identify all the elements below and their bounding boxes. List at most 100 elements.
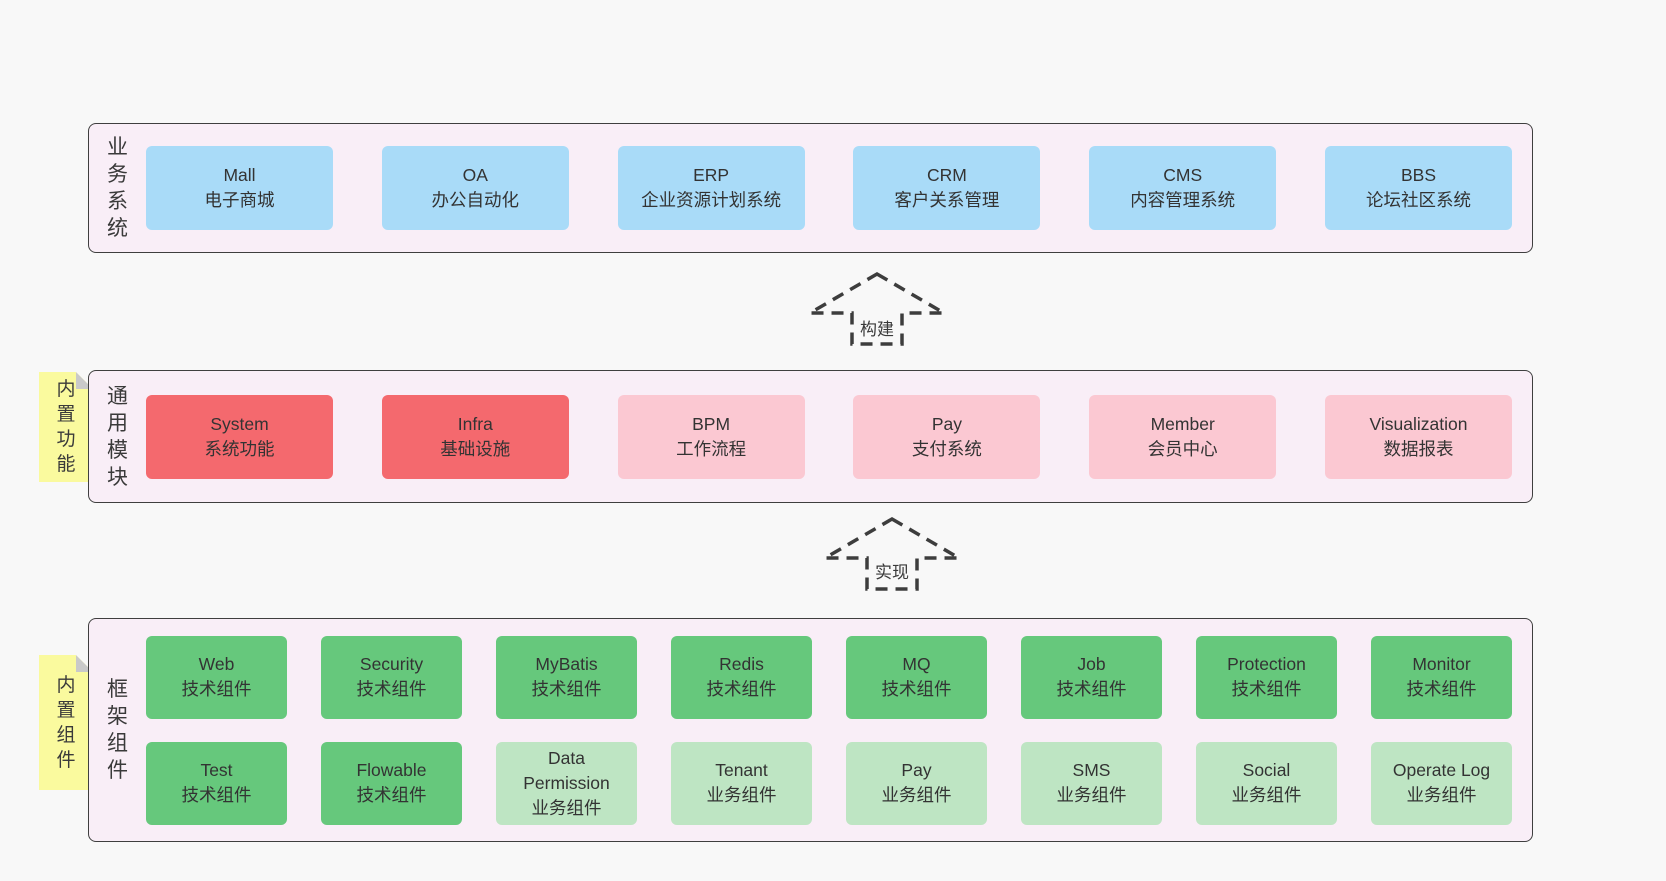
box-subtitle: 技术组件	[1406, 679, 1477, 699]
box-web: Web 技术组件	[146, 635, 287, 719]
box-social: Social 业务组件	[1196, 741, 1337, 825]
box-title: BPM	[692, 413, 731, 434]
box-subtitle: 业务组件	[531, 797, 602, 818]
box-subtitle: 支付系统	[911, 438, 982, 459]
box-subtitle: 基础设施	[440, 438, 511, 459]
module-boxes: System 系统功能 Infra 基础设施 BPM 工作流程 Pay 支付系统…	[146, 371, 1532, 502]
box-operate-log: Operate Log 业务组件	[1371, 741, 1512, 825]
box-subtitle: 技术组件	[881, 679, 952, 699]
component-row-1: Web 技术组件 Security 技术组件 MyBatis 技术组件 Redi…	[146, 635, 1512, 719]
box-title: ERP	[693, 165, 730, 185]
arrow-label: 构建	[858, 315, 896, 340]
sticky-note-built-in-components: 内置组件	[39, 655, 93, 790]
box-system: System 系统功能	[146, 394, 333, 479]
box-subtitle: 技术组件	[1056, 679, 1127, 699]
layer-panel-framework-components: 框架组件 Web 技术组件 Security 技术组件 MyBatis 技术组件…	[88, 618, 1533, 842]
box-title: Infra	[457, 413, 493, 434]
box-pay-component: Pay 业务组件	[846, 741, 987, 825]
box-subtitle: 技术组件	[356, 785, 427, 805]
box-security: Security 技术组件	[321, 635, 462, 719]
box-subtitle: 内容管理系统	[1130, 190, 1236, 210]
box-subtitle: 数据报表	[1383, 438, 1454, 459]
layer-panel-common-modules: 通用模块 System 系统功能 Infra 基础设施 BPM 工作流程 Pay…	[88, 370, 1533, 503]
box-subtitle: 会员中心	[1147, 438, 1218, 459]
box-mq: MQ 技术组件	[846, 635, 987, 719]
box-title: Mall	[223, 165, 256, 185]
box-title: Visualization	[1369, 413, 1468, 434]
box-title: Pay	[901, 760, 932, 780]
box-title: Job	[1077, 654, 1106, 674]
box-crm: CRM 客户关系管理	[853, 146, 1041, 230]
up-arrow-outline	[807, 271, 947, 346]
box-data-permission: Data Permission 业务组件	[496, 741, 637, 825]
box-title: CMS	[1163, 165, 1203, 185]
box-bpm: BPM 工作流程	[617, 394, 805, 479]
box-subtitle: 电子商城	[204, 190, 275, 210]
box-subtitle: 系统功能	[204, 438, 275, 459]
box-test: Test 技术组件	[146, 741, 287, 825]
box-title: Security	[359, 654, 424, 674]
box-subtitle: 企业资源计划系统	[641, 190, 782, 210]
box-protection: Protection 技术组件	[1196, 635, 1337, 719]
box-title: Test	[200, 760, 233, 780]
layer-label-column: 通用模块	[89, 371, 146, 502]
arrow-label: 实现	[873, 558, 911, 583]
box-subtitle: 工作流程	[676, 438, 747, 459]
layer-label: 框架组件	[107, 678, 128, 782]
box-member: Member 会员中心	[1089, 394, 1277, 479]
box-title: MQ	[902, 654, 931, 674]
box-mall: Mall 电子商城	[146, 146, 333, 230]
box-subtitle: 技术组件	[356, 679, 427, 699]
box-title: Social	[1242, 760, 1291, 780]
box-subtitle: 办公自动化	[431, 190, 520, 210]
box-title: Monitor	[1412, 654, 1471, 674]
sticky-note-built-in-features: 内置功能	[39, 372, 93, 482]
box-title: Redis	[719, 654, 764, 674]
box-redis: Redis 技术组件	[671, 635, 812, 719]
box-subtitle: 业务组件	[706, 785, 777, 805]
box-title: Flowable	[356, 760, 427, 780]
box-subtitle: 业务组件	[1056, 785, 1127, 805]
layer-label: 通用模块	[107, 384, 128, 489]
up-arrow-implement: 实现	[822, 516, 962, 592]
up-arrow-build: 构建	[807, 271, 947, 347]
box-subtitle: 业务组件	[881, 785, 952, 805]
box-tenant: Tenant 业务组件	[671, 741, 812, 825]
box-subtitle: 技术组件	[1231, 679, 1302, 699]
box-sms: SMS 业务组件	[1021, 741, 1162, 825]
box-subtitle: 业务组件	[1406, 785, 1477, 805]
box-erp: ERP 企业资源计划系统	[617, 146, 805, 230]
box-title: BBS	[1400, 165, 1436, 185]
box-cms: CMS 内容管理系统	[1089, 146, 1277, 230]
box-visualization: Visualization 数据报表	[1324, 394, 1512, 479]
box-title: Data Permission	[523, 747, 610, 793]
box-subtitle: 技术组件	[531, 679, 602, 699]
box-job: Job 技术组件	[1021, 635, 1162, 719]
box-title: Tenant	[715, 760, 768, 780]
business-boxes: Mall 电子商城 OA 办公自动化 ERP 企业资源计划系统 CRM 客户关系…	[146, 124, 1532, 252]
box-title: Member	[1150, 413, 1215, 434]
up-arrow-path	[822, 516, 962, 591]
box-subtitle: 客户关系管理	[894, 190, 1000, 210]
box-oa: OA 办公自动化	[381, 146, 569, 230]
box-mybatis: MyBatis 技术组件	[496, 635, 637, 719]
box-subtitle: 论坛社区系统	[1365, 190, 1471, 210]
up-arrow-outline	[822, 516, 962, 591]
box-flowable: Flowable 技术组件	[321, 741, 462, 825]
box-monitor: Monitor 技术组件	[1371, 635, 1512, 719]
box-title: CRM	[926, 165, 967, 185]
box-subtitle: 技术组件	[706, 679, 777, 699]
note-label: 内置功能	[56, 379, 76, 475]
box-bbs: BBS 论坛社区系统	[1324, 146, 1512, 230]
layer-label-column: 框架组件	[89, 619, 146, 841]
box-pay-module: Pay 支付系统	[853, 394, 1041, 479]
layer-panel-business-systems: 业务系统 Mall 电子商城 OA 办公自动化 ERP 企业资源计划系统 CRM…	[88, 123, 1533, 253]
box-infra: Infra 基础设施	[381, 394, 569, 479]
box-subtitle: 技术组件	[181, 679, 252, 699]
box-title: Pay	[931, 413, 962, 434]
component-rows: Web 技术组件 Security 技术组件 MyBatis 技术组件 Redi…	[146, 619, 1532, 841]
box-title: OA	[462, 165, 488, 185]
note-label: 内置组件	[56, 674, 76, 771]
layer-label-column: 业务系统	[89, 124, 146, 252]
